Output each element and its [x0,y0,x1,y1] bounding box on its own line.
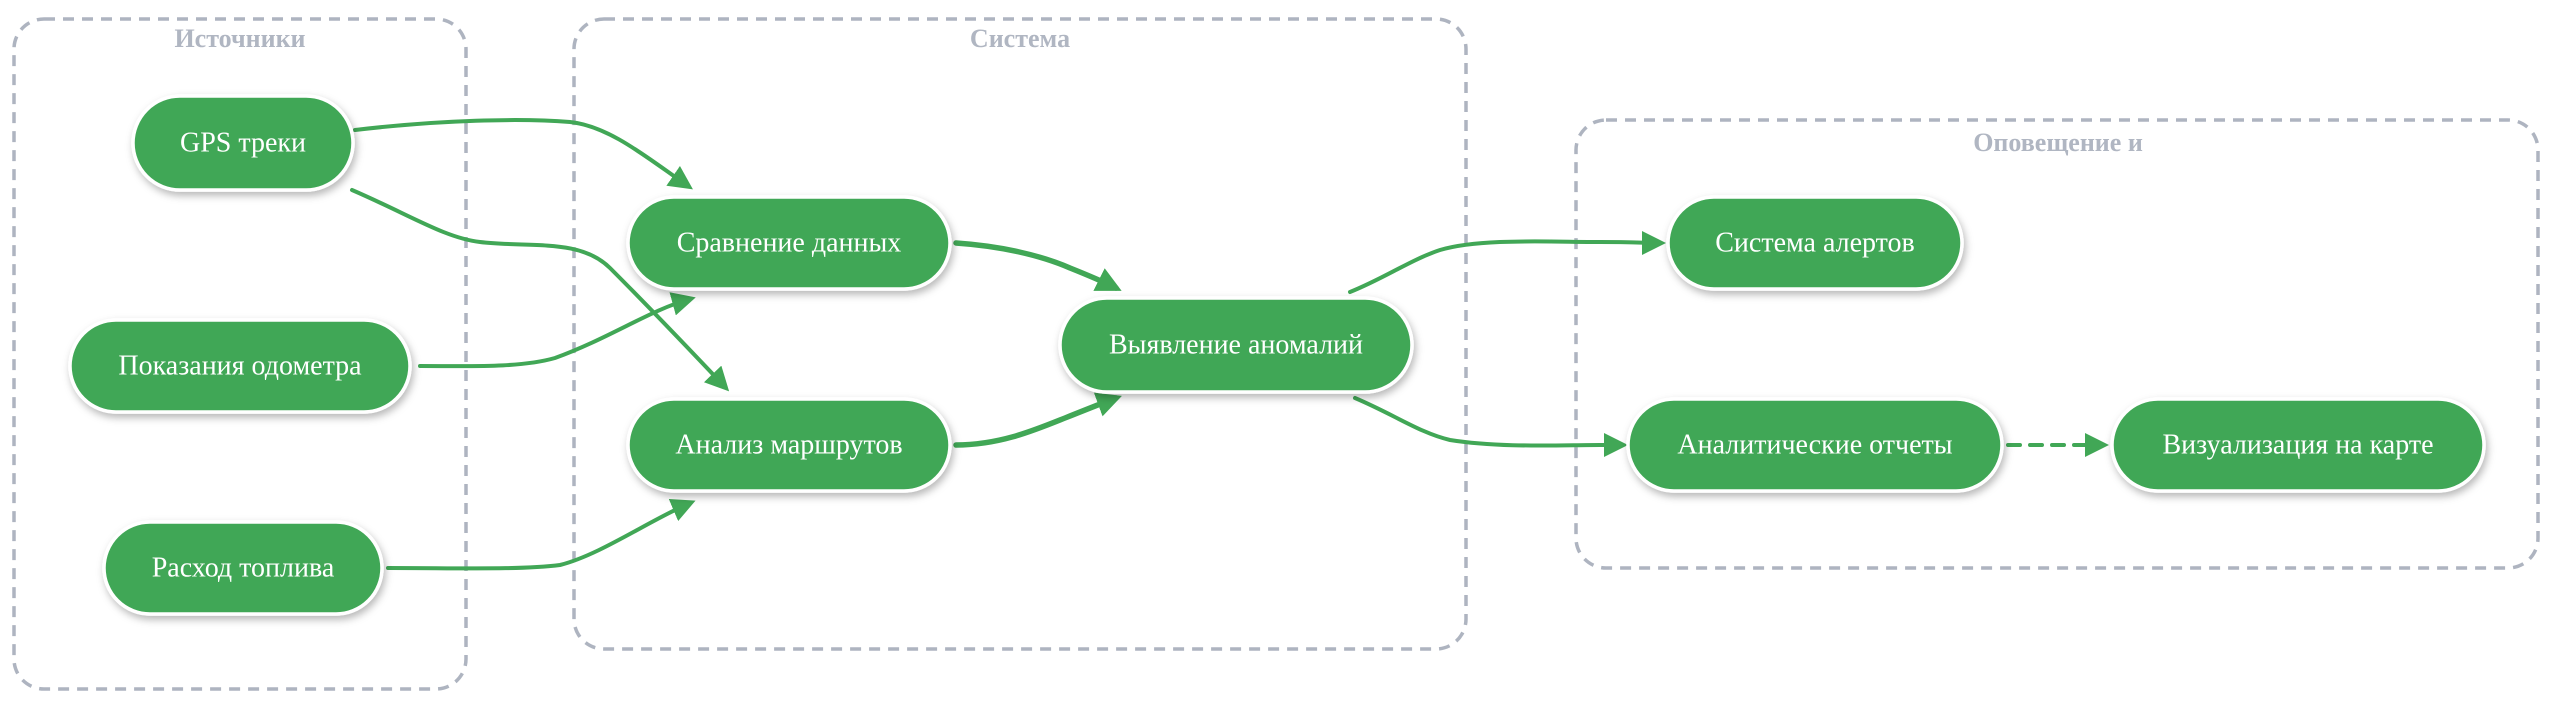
cluster-sources: Источники [12,17,468,691]
node-anomalies-label: Выявление аномалий [1109,330,1363,361]
node-alerts: Система алертов [1666,195,1964,291]
cluster-system: Система [572,17,1468,651]
node-routes-shape [626,397,952,493]
node-compare: Сравнение данных [626,195,952,291]
cluster-alerts: Оповещение и [1574,118,2540,570]
node-reports-label: Аналитические отчеты [1677,430,1952,461]
node-alerts-shape [1666,195,1964,291]
node-fuel-label: Расход топлива [152,553,335,584]
edge-gps-to-routes [350,188,730,392]
node-alerts-label: Система алертов [1715,228,1915,259]
node-compare-label: Сравнение данных [677,228,902,259]
node-reports-shape [1626,397,2004,493]
node-fuel: Расход топлива [102,520,384,616]
node-map-label: Визуализация на карте [2162,430,2433,461]
edge-fuel-to-routes [386,499,696,571]
node-odometer-label: Показания одометра [118,351,362,382]
cluster-sources-label: Источники [174,24,305,53]
node-routes: Анализ маршрутов [626,397,952,493]
node-gps-label: GPS треки [180,128,306,159]
cluster-alerts-label: Оповещение и [1973,128,2143,157]
node-odometer-shape [68,318,412,414]
cluster-alerts-box [1574,118,2540,570]
node-gps: GPS треки [131,94,355,192]
node-anomalies-shape [1058,296,1414,394]
cluster-system-box [572,17,1468,651]
node-map: Визуализация на карте [2110,397,2486,493]
node-routes-label: Анализ маршрутов [675,430,902,461]
node-fuel-shape [102,520,384,616]
edge-anomalies-to-reports [1353,396,1628,457]
node-compare-shape [626,195,952,291]
node-anomalies: Выявление аномалий [1058,296,1414,394]
edge-routes-to-anomalies [953,392,1122,448]
edge-anomalies-to-alerts [1348,230,1666,294]
edge-gps-to-compare [353,118,693,190]
edges [350,118,2109,571]
node-reports: Аналитические отчеты [1626,397,2004,493]
edge-compare-to-anomalies [953,240,1122,291]
node-gps-shape [131,94,355,192]
cluster-sources-box [12,17,468,691]
edge-odometer-to-compare [418,292,696,369]
node-odometer: Показания одометра [68,318,412,414]
node-map-shape [2110,397,2486,493]
cluster-system-label: Система [970,24,1070,53]
